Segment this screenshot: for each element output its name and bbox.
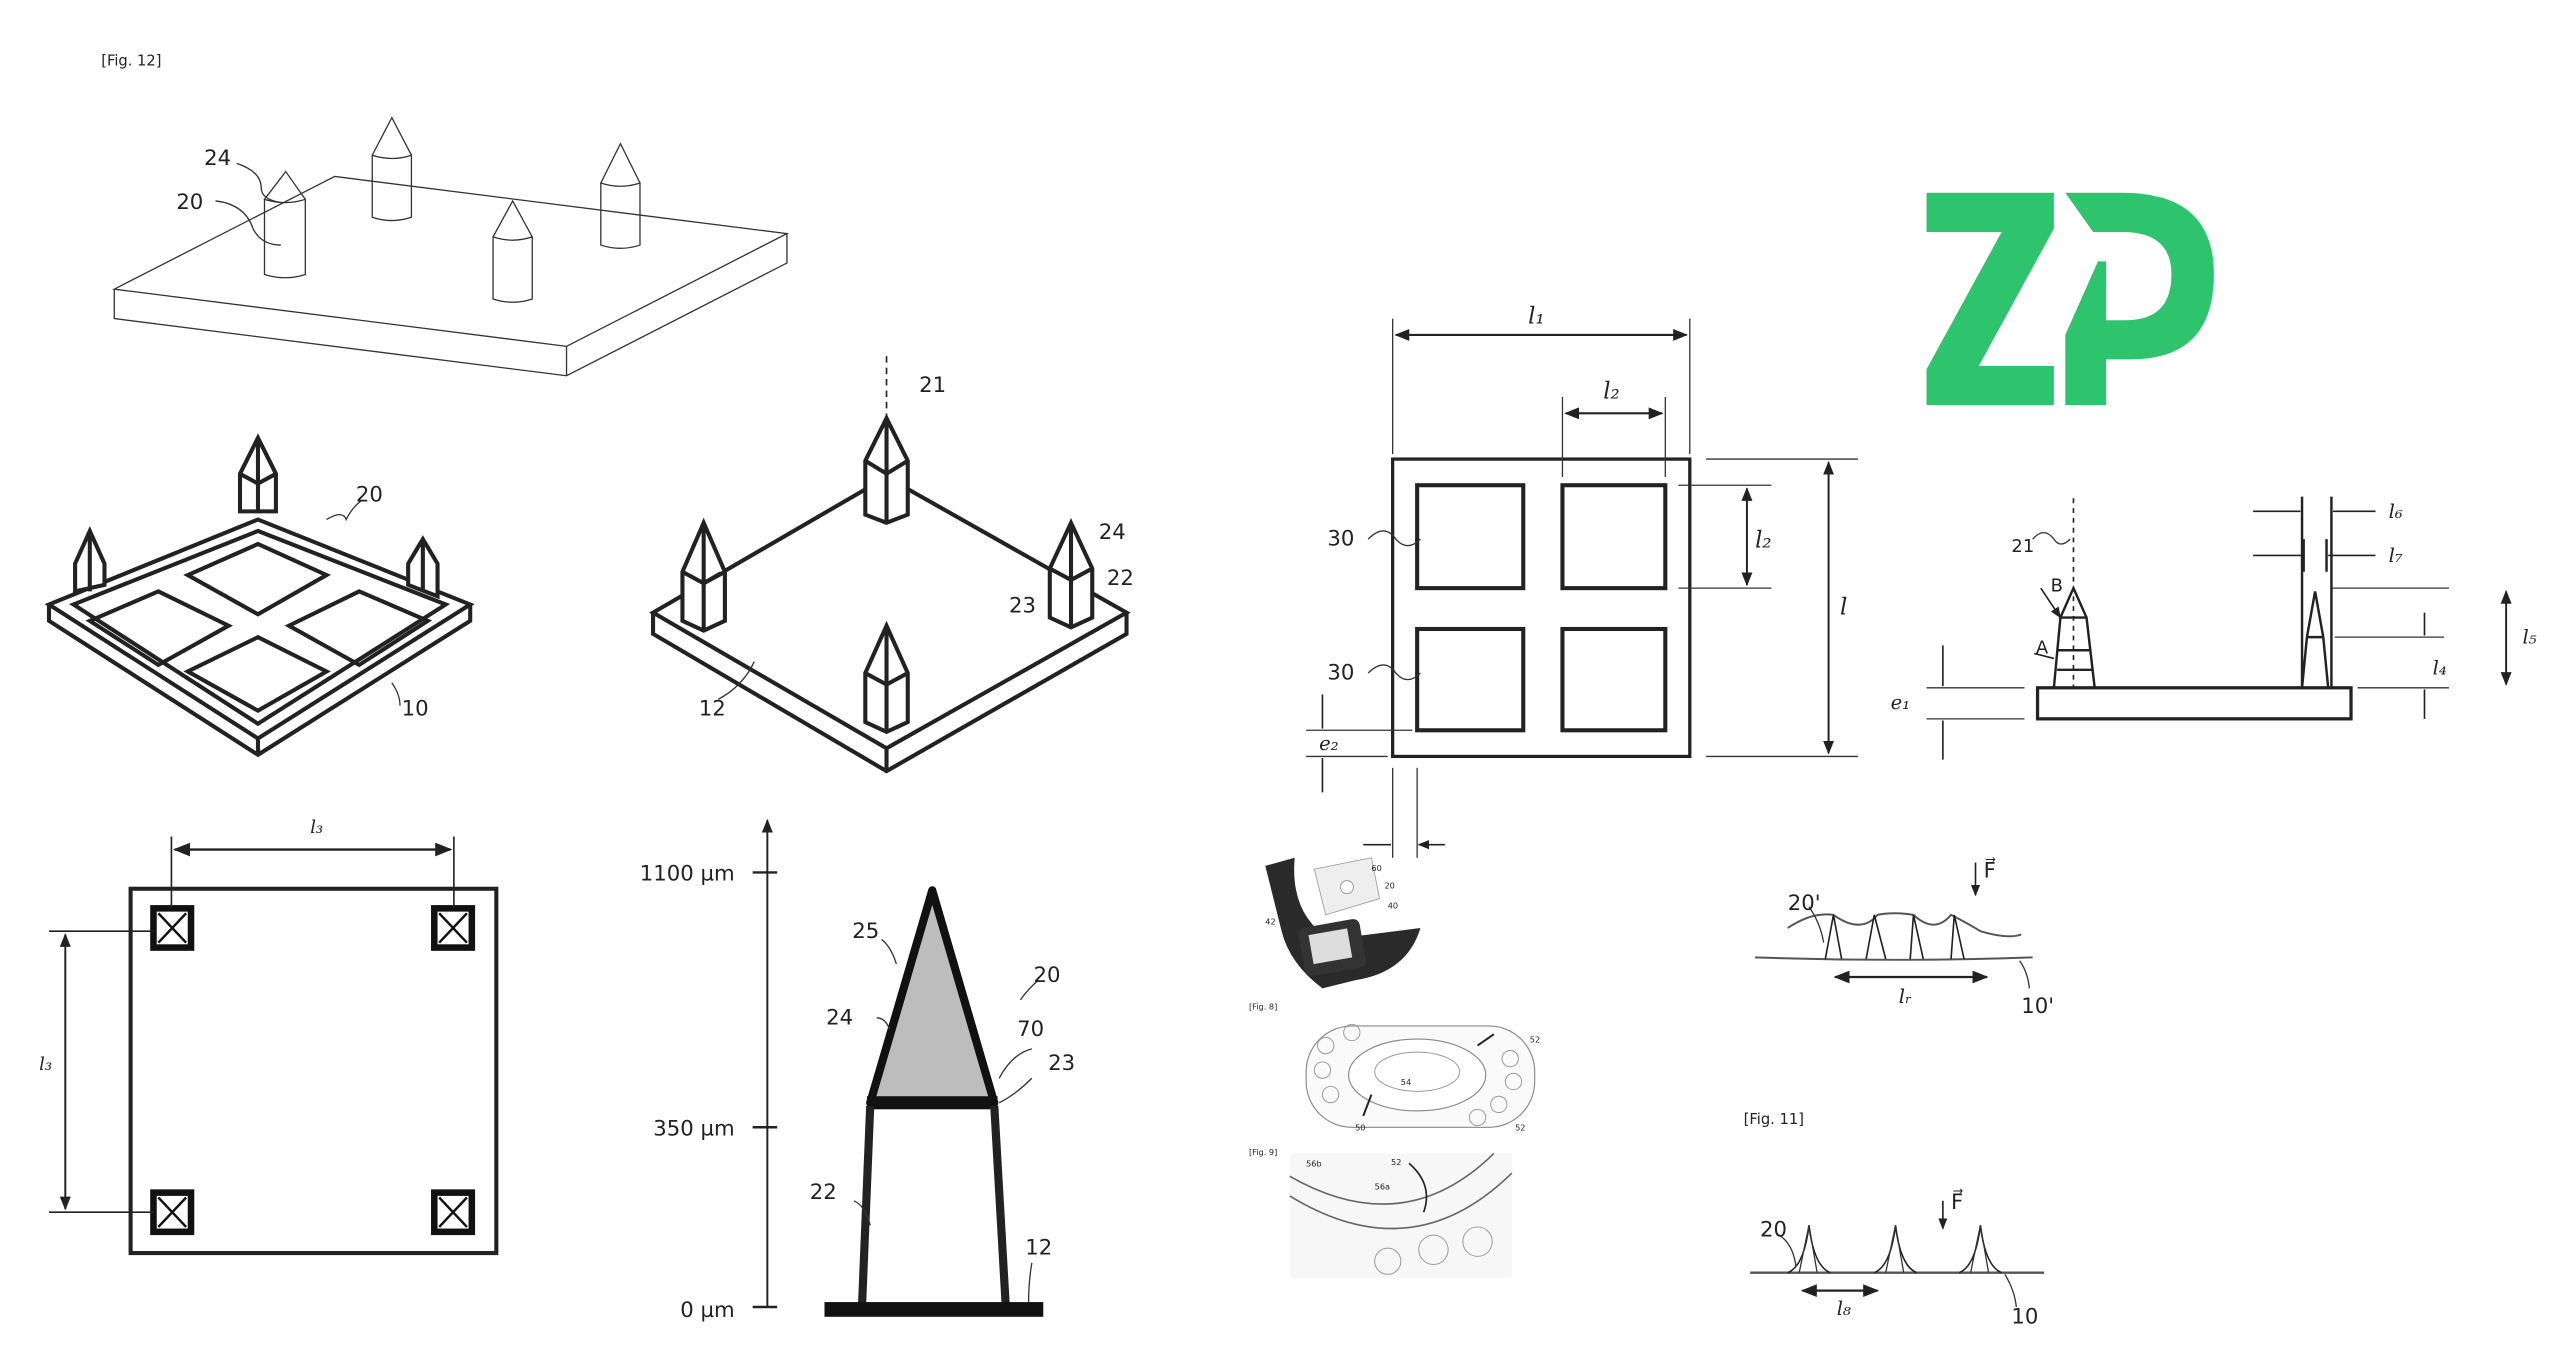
needle-marker: [153, 908, 191, 947]
dimension-l1-vertical: l: [1840, 594, 1847, 620]
callout-24: 24: [204, 146, 231, 171]
point-b: B: [2051, 575, 2063, 596]
needle-marker: [434, 1193, 472, 1232]
pin: [264, 172, 305, 278]
square-patch-drawing: l₃ l₃: [39, 817, 496, 1253]
callout-40: 40: [1388, 900, 1398, 910]
callout-10-prime: 10': [2021, 994, 2054, 1019]
fig8-title: [Fig. 8]: [1249, 1002, 1277, 1012]
dimension-l8: l₈: [1837, 1297, 1851, 1320]
callout-24: 24: [1099, 520, 1126, 545]
callout-52: 52: [1515, 1123, 1525, 1133]
fig10-skin-deformation-drawing: 20' F⃗ lᵣ 10': [1755, 857, 2054, 1018]
dimension-l3-vertical: l₃: [39, 1054, 52, 1075]
axis-tick-0: 0 µm: [680, 1298, 734, 1323]
fig9-title: [Fig. 9]: [1249, 1147, 1277, 1157]
callout-20: 20: [1384, 881, 1394, 891]
force-vector-f: F⃗: [1951, 1189, 1963, 1215]
fig8-ring-drawing: [Fig. 8] 52 54 50 52: [1249, 1002, 1540, 1133]
callout-56a: 56a: [1375, 1181, 1390, 1191]
axis-tick-1100: 1100 µm: [640, 862, 735, 887]
callout-23: 23: [1048, 1051, 1075, 1076]
callout-70: 70: [1017, 1017, 1044, 1042]
callout-60: 60: [1371, 863, 1381, 873]
needle-marker: [434, 908, 472, 947]
callout-50: 50: [1355, 1123, 1365, 1133]
callout-54: 54: [1401, 1077, 1411, 1087]
callout-22: 22: [810, 1180, 837, 1205]
needle-marker: [153, 1193, 191, 1232]
callout-12: 12: [1025, 1236, 1052, 1261]
device-photo: 60 20 40 42: [1265, 858, 1420, 989]
axis-tick-350: 350 µm: [653, 1116, 734, 1141]
callout-21: 21: [2011, 536, 2034, 557]
callout-30: 30: [1327, 527, 1354, 552]
side-view-drawing: l₆ l₇ l₅ l₄ 21 B A e₁: [1891, 497, 2537, 760]
callout-52: 52: [1391, 1157, 1401, 1167]
callout-24: 24: [826, 1005, 853, 1030]
callout-20: 20: [1033, 963, 1060, 988]
fig11-needles-drawing: [Fig. 11] 20 F⃗ l₈ 10: [1744, 1111, 2044, 1329]
callout-56b: 56b: [1306, 1158, 1322, 1168]
callout-21: 21: [919, 373, 946, 398]
pin: [372, 118, 411, 221]
callout-30: 30: [1327, 661, 1354, 686]
callout-12: 12: [699, 697, 726, 722]
four-post-plate-drawing: 21 24 22 23 12: [653, 356, 1134, 771]
fig12-plate-drawing: [Fig. 12] 24 20: [101, 52, 787, 375]
dimension-l6: l₆: [2389, 500, 2403, 523]
needle-tip-filled: [870, 890, 994, 1102]
callout-22: 22: [1107, 566, 1134, 591]
callout-20: 20: [356, 483, 383, 508]
pin: [601, 144, 640, 249]
callout-23: 23: [1009, 594, 1036, 619]
fig11-title: [Fig. 11]: [1744, 1111, 1804, 1128]
lattice-patch-drawing: 20 10: [49, 438, 470, 755]
callout-20: 20: [176, 190, 203, 215]
dimension-l1: l₁: [1528, 303, 1544, 329]
grid-patch-drawing: l₁ l₂ l₂ l 30 30 e₂: [1306, 303, 1858, 857]
callout-20-prime: 20': [1788, 891, 1821, 916]
callout-10: 10: [2011, 1304, 2038, 1329]
dimension-l7: l₇: [2389, 544, 2403, 567]
dimension-l4: l₄: [2433, 657, 2447, 680]
zp-logo: ZP: [0, 0, 2214, 405]
callout-20: 20: [1760, 1218, 1787, 1243]
substrate-base: [824, 1302, 1043, 1317]
callout-25: 25: [852, 919, 879, 944]
dimension-l2-vertical: l₂: [1755, 527, 1771, 553]
fig12-title: [Fig. 12]: [101, 52, 161, 69]
needle-cross-section-drawing: 1100 µm 350 µm 0 µm 25 20 24 70 23 22 12: [640, 820, 1075, 1323]
pin: [493, 201, 532, 302]
fig9-detail-drawing: [Fig. 9] 56b 52 56a: [1249, 1147, 1512, 1278]
force-vector-f: F⃗: [1984, 857, 1996, 883]
dimension-l3-horizontal: l₃: [310, 817, 323, 838]
dimension-l2-horizontal: l₂: [1603, 379, 1619, 405]
dimension-lr: lᵣ: [1899, 985, 1912, 1008]
dimension-e2: e₂: [1319, 732, 1339, 755]
point-a: A: [2036, 637, 2049, 658]
callout-42: 42: [1265, 917, 1275, 927]
dimension-l5: l₅: [2522, 626, 2536, 649]
callout-10: 10: [402, 697, 429, 722]
callout-52: 52: [1530, 1034, 1540, 1044]
dimension-e1: e₁: [1891, 691, 1910, 714]
